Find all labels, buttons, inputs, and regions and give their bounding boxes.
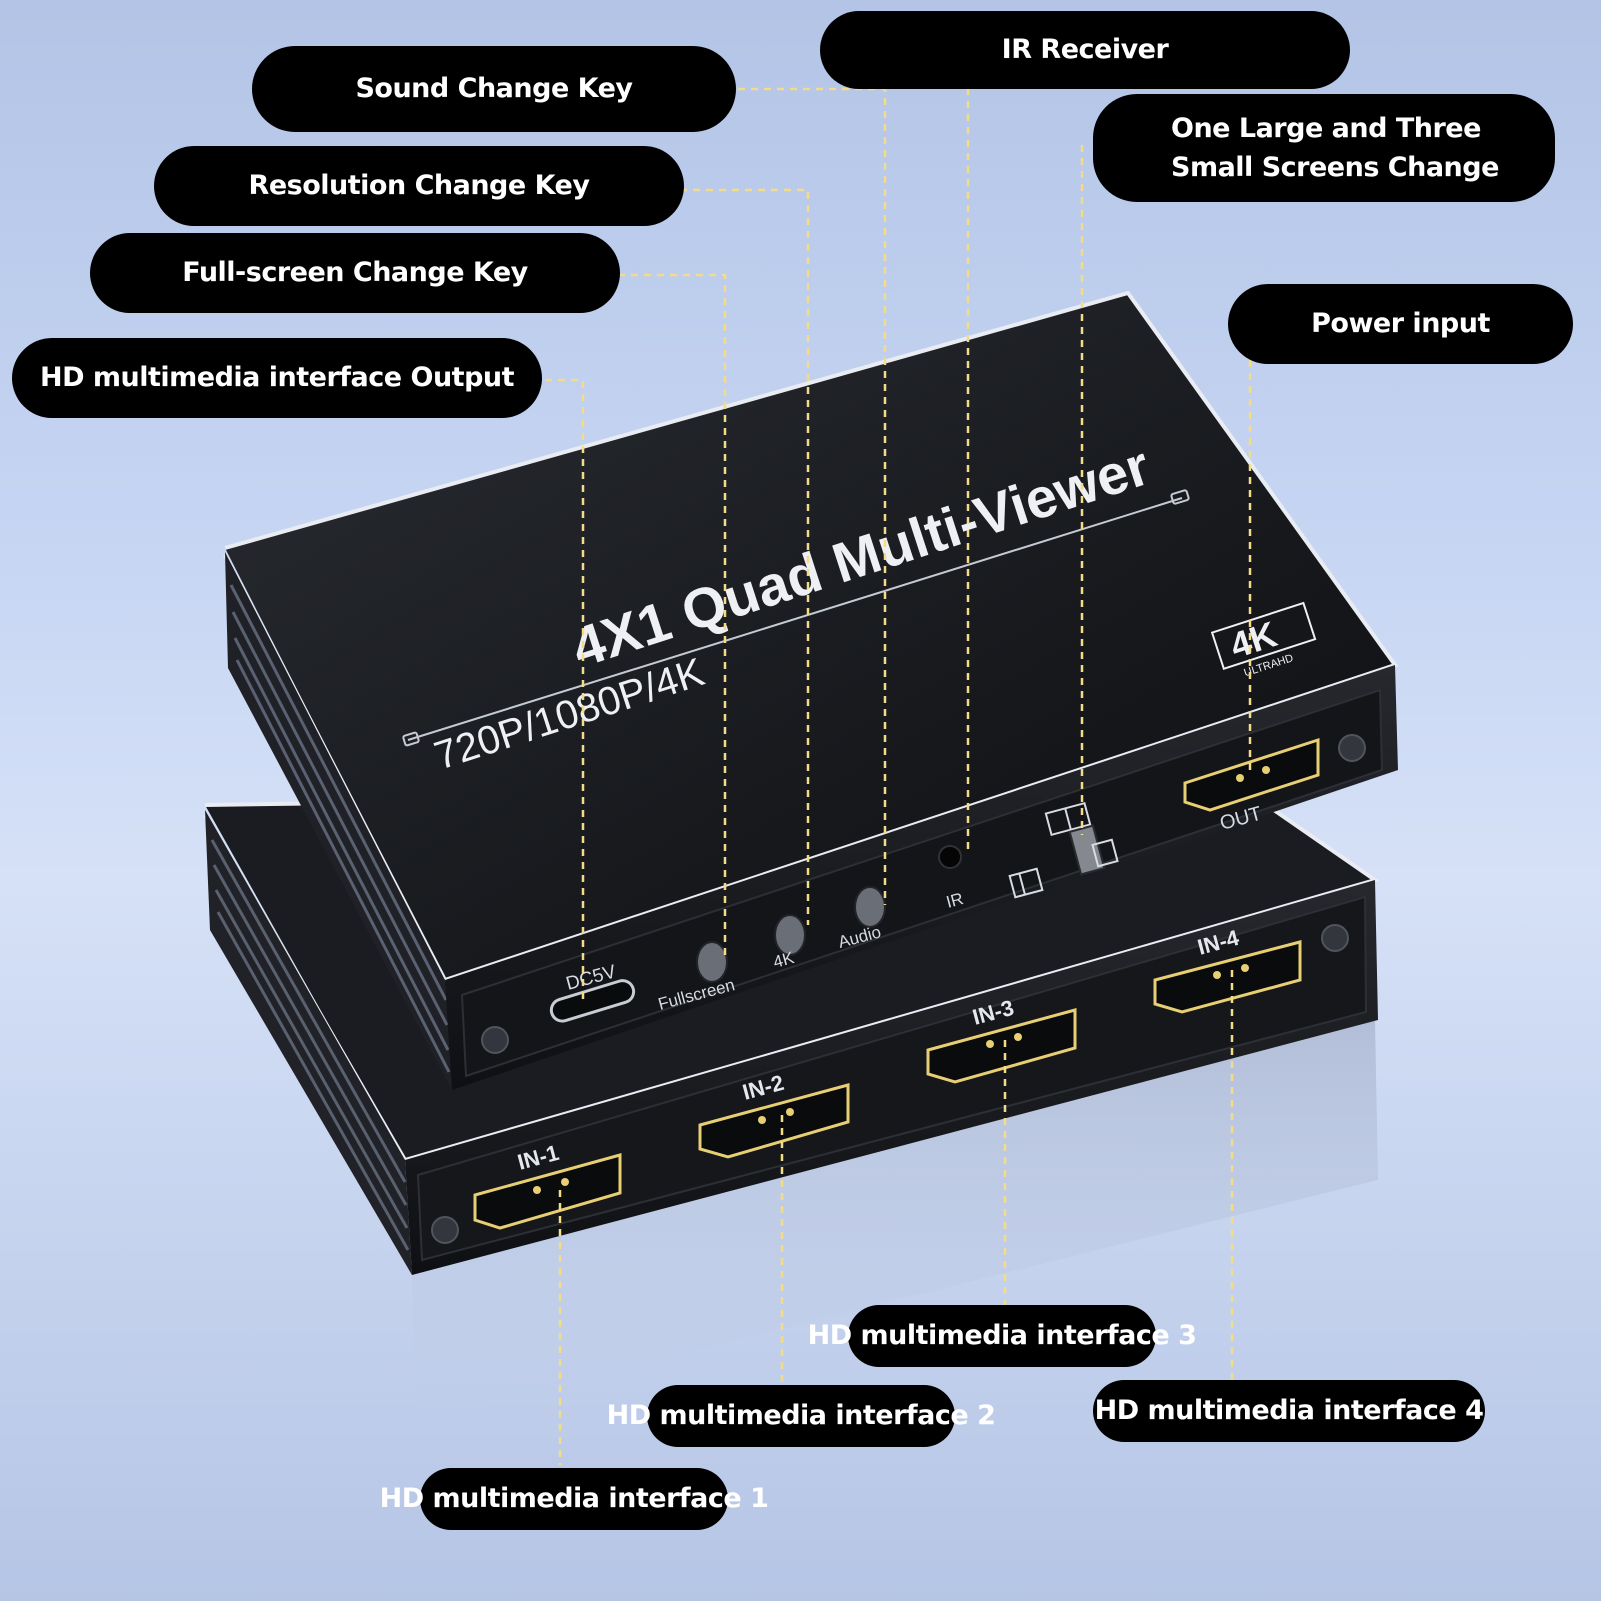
- callout-power-input-text: Power input: [1311, 308, 1490, 340]
- callout-hdmi-output: HD multimedia interface Output: [12, 338, 542, 418]
- callout-ir-receiver: IR Receiver: [820, 11, 1350, 89]
- callout-hdmi-4-text: HD multimedia interface 4: [1094, 1395, 1484, 1427]
- callout-ir-receiver-text: IR Receiver: [1001, 34, 1169, 66]
- callout-hdmi-3-text: HD multimedia interface 3: [807, 1320, 1197, 1352]
- callout-hdmi-output-text: HD multimedia interface Output: [39, 362, 515, 394]
- callout-resolution-change-key: Resolution Change Key: [154, 146, 684, 226]
- callout-hdmi-2-text: HD multimedia interface 2: [606, 1400, 996, 1432]
- 4k-button-label: 4K: [771, 948, 797, 972]
- usb-c-power-port: [549, 979, 636, 1023]
- callout-hdmi-2: HD multimedia interface 2: [607, 1385, 996, 1447]
- callout-sound-change-text: Sound Change Key: [355, 73, 633, 105]
- callout-layout-line1: One Large and Three: [1171, 112, 1481, 144]
- callout-layout-change: One Large and Three Small Screens Change: [1093, 94, 1555, 202]
- leader-lines: [545, 87, 1252, 1465]
- callout-hdmi-1-text: HD multimedia interface 1: [379, 1483, 769, 1515]
- ir-receiver-window: [938, 845, 962, 869]
- callout-fullscreen-change-key: Full-screen Change Key: [90, 233, 620, 313]
- callout-hdmi-1: HD multimedia interface 1: [380, 1468, 769, 1530]
- hdmi-in-1-port: [473, 1153, 622, 1230]
- callout-hdmi-4: HD multimedia interface 4: [1093, 1380, 1485, 1442]
- callout-sound-change-key: Sound Change Key: [252, 46, 736, 132]
- hdmi-in-2-port: [698, 1083, 850, 1159]
- ir-label: IR: [944, 889, 965, 912]
- callout-layout-line2: Small Screens Change: [1171, 152, 1499, 183]
- fullscreen-button-shape: [696, 941, 728, 983]
- callout-resolution-change-text: Resolution Change Key: [248, 170, 590, 202]
- floor-reflection: [412, 1020, 1378, 1420]
- callout-power-input: Power input: [1228, 284, 1573, 364]
- layout-switch: [1008, 801, 1119, 899]
- audio-button-shape: [854, 886, 886, 928]
- hdmi-in-4-port: [1153, 940, 1302, 1014]
- callout-fullscreen-change-text: Full-screen Change Key: [182, 257, 528, 289]
- callout-hdmi-3: HD multimedia interface 3: [808, 1305, 1197, 1367]
- 4k-button-shape: [774, 914, 806, 956]
- hdmi-out-port: [1183, 737, 1320, 812]
- hdmi-in-3-port: [926, 1008, 1077, 1084]
- upper-unit: 4X1 Quad Multi-Viewer 720P/1080P/4K 4K U…: [223, 290, 1399, 1090]
